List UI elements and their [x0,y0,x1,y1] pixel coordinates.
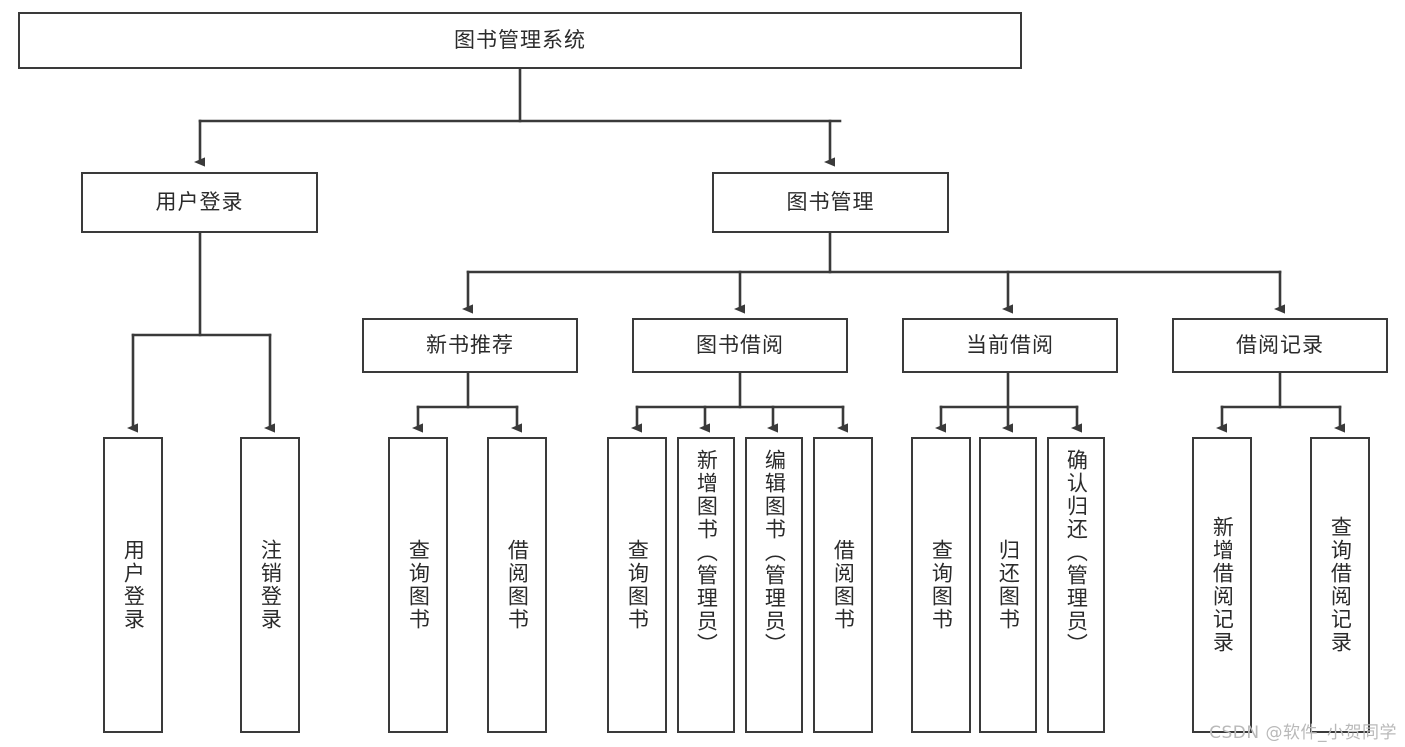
node-label: 借阅图书 [831,539,856,631]
node-label: 新增借阅记录 [1210,516,1235,654]
node-label: 图书借阅 [696,333,784,358]
node-label: 归还图书 [996,539,1021,631]
node-leaf-borrow-book-2[interactable]: 借阅图书 [813,437,873,733]
node-leaf-edit-book[interactable]: 编辑图书（管理员） [745,437,803,733]
node-leaf-add-borrow-record[interactable]: 新增借阅记录 [1192,437,1252,733]
node-user-login[interactable]: 用户登录 [81,172,318,233]
node-label: 新书推荐 [426,333,514,358]
node-label: 用户登录 [121,539,146,631]
node-label: 借阅图书 [505,539,530,631]
node-leaf-logout[interactable]: 注销登录 [240,437,300,733]
node-leaf-add-book[interactable]: 新增图书（管理员） [677,437,735,733]
node-new-book-recommendation[interactable]: 新书推荐 [362,318,578,373]
node-label: 借阅记录 [1236,333,1324,358]
node-book-borrowing[interactable]: 图书借阅 [632,318,848,373]
node-leaf-query-book-1[interactable]: 查询图书 [388,437,448,733]
node-label: 查询图书 [406,539,431,631]
node-label: 图书管理 [786,190,875,215]
node-label: 编辑图书（管理员） [762,449,787,656]
node-label: 用户登录 [155,190,244,215]
node-leaf-query-book-2[interactable]: 查询图书 [607,437,667,733]
node-leaf-borrow-book-1[interactable]: 借阅图书 [487,437,547,733]
node-label: 确认归还（管理员） [1064,449,1089,656]
node-label: 新增图书（管理员） [694,449,719,656]
node-label: 查询借阅记录 [1328,516,1353,654]
node-label: 查询图书 [929,539,954,631]
node-label: 图书管理系统 [454,28,586,53]
node-current-borrowing[interactable]: 当前借阅 [902,318,1118,373]
node-leaf-user-login[interactable]: 用户登录 [103,437,163,733]
node-root-book-management-system[interactable]: 图书管理系统 [18,12,1022,69]
node-leaf-query-book-3[interactable]: 查询图书 [911,437,971,733]
node-leaf-confirm-return[interactable]: 确认归还（管理员） [1047,437,1105,733]
node-book-management[interactable]: 图书管理 [712,172,949,233]
node-borrowing-records[interactable]: 借阅记录 [1172,318,1388,373]
node-leaf-query-borrow-record[interactable]: 查询借阅记录 [1310,437,1370,733]
node-leaf-return-book[interactable]: 归还图书 [979,437,1037,733]
node-label: 当前借阅 [966,333,1054,358]
node-label: 查询图书 [625,539,650,631]
node-label: 注销登录 [258,539,283,631]
